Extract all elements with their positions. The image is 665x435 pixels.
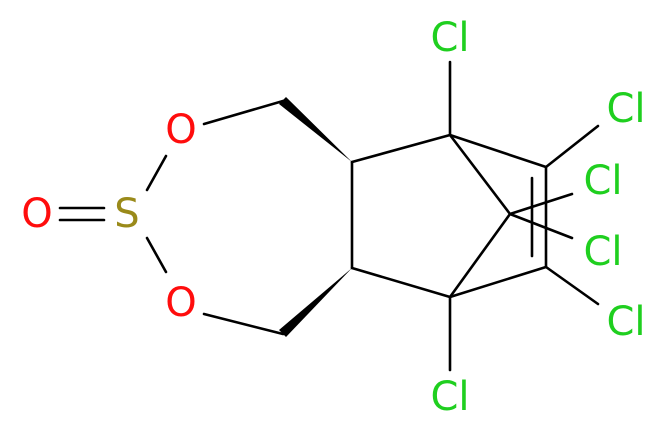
bond-bridge-cl-2 <box>508 212 574 240</box>
bond-c4-c1 <box>350 133 452 164</box>
bond-o-ch2-lower <box>202 312 285 336</box>
bond-c1-bridge <box>448 133 512 216</box>
bond-c1-c2 <box>448 133 548 169</box>
bond-c5-c6 <box>350 266 452 299</box>
atom-o-lower: O <box>165 280 196 326</box>
bond-o-ch2-upper <box>202 99 285 126</box>
atom-cl-top: Cl <box>430 15 469 61</box>
atom-o-upper: O <box>165 107 196 153</box>
bond-c6-c3 <box>448 265 548 299</box>
bond-s-o-upper <box>145 154 168 192</box>
atom-cl-right-4: Cl <box>606 299 645 345</box>
bond-c2-cl <box>544 124 600 169</box>
wedge-bond-lower <box>279 268 352 337</box>
bond-s-o-lower <box>145 236 168 274</box>
bond-bridge-cl-1 <box>508 192 574 216</box>
atom-cl-right-3: Cl <box>583 229 622 275</box>
bond-c6-bridge <box>448 212 512 299</box>
atom-cl-right-2: Cl <box>583 158 622 204</box>
atom-cl-right-1: Cl <box>606 86 645 132</box>
atom-s: S <box>114 191 139 237</box>
bond-c3-cl <box>544 265 600 306</box>
atom-o-double: O <box>21 191 52 237</box>
atom-cl-bottom: Cl <box>430 374 469 420</box>
wedge-bond-upper <box>279 97 352 162</box>
